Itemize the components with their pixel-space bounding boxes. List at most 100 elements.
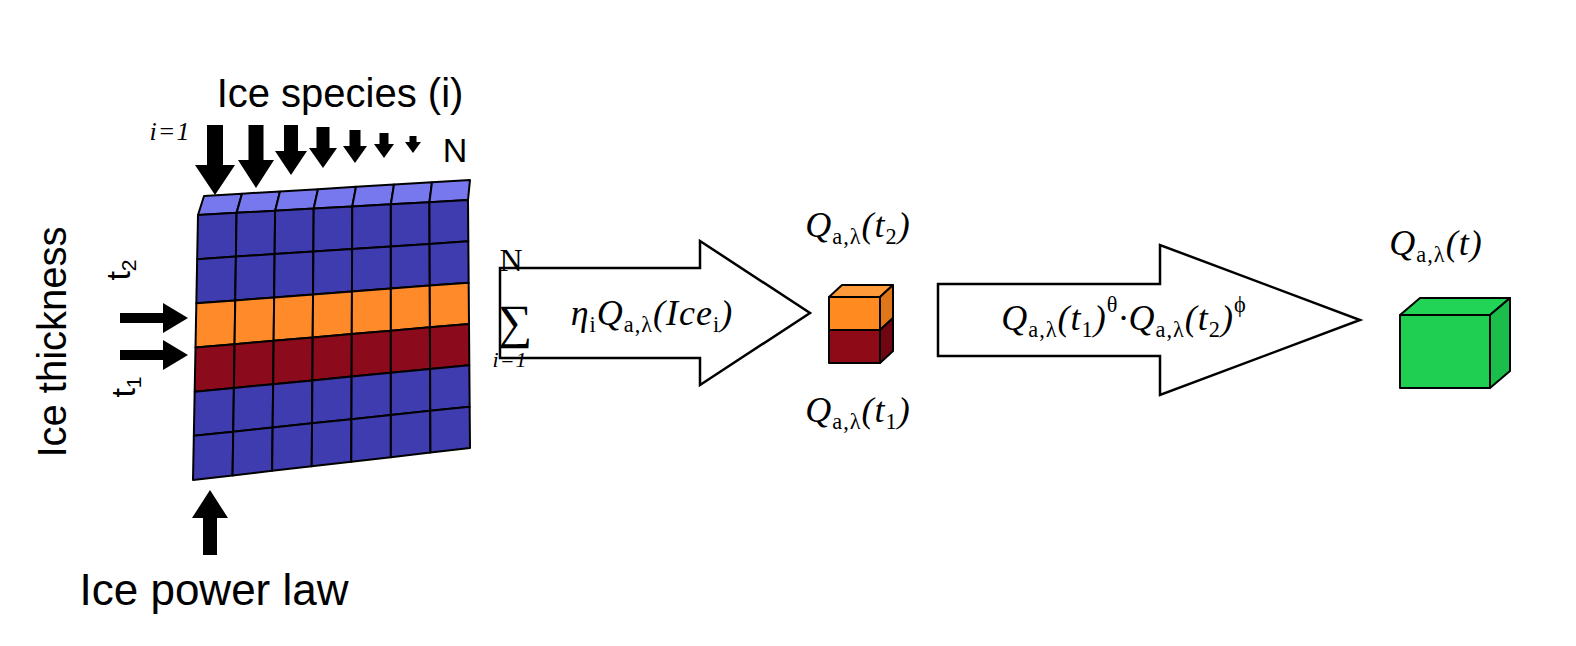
grid-cell xyxy=(313,292,352,338)
text-run: i=1 xyxy=(150,117,191,146)
sum-limit: N xyxy=(499,244,522,276)
grid-cell xyxy=(351,373,390,419)
grid-cell xyxy=(429,200,468,244)
text-run: i xyxy=(590,312,597,337)
text-run: 2 xyxy=(886,224,898,249)
index-label: i=1 xyxy=(150,119,191,145)
down-arrow xyxy=(238,125,274,188)
down-arrow xyxy=(309,127,337,168)
text-run: N xyxy=(499,242,522,278)
grid-top-cell xyxy=(198,194,242,215)
text-run: Q xyxy=(597,293,624,333)
node-outline xyxy=(826,283,896,365)
down-arrow xyxy=(195,125,235,195)
formula-label: Qa,λ(t1)θ·Qa,λ(t2)ϕ xyxy=(1001,294,1246,341)
layer-label: t2 xyxy=(101,259,140,280)
grid-cell xyxy=(193,432,233,480)
text-run: Ice species (i) xyxy=(217,71,464,115)
right-arrow xyxy=(120,340,188,370)
text-run: (t xyxy=(1185,298,1209,338)
grid-top-cell xyxy=(429,180,470,202)
text-run: (t xyxy=(1058,298,1082,338)
text-run: ϕ xyxy=(1234,292,1247,317)
text-run: i xyxy=(713,312,720,337)
text-run: 2 xyxy=(117,259,140,271)
text-run: i=1 xyxy=(493,347,528,372)
grid-cell xyxy=(313,206,352,251)
grid-cell xyxy=(273,380,313,427)
text-run: Q xyxy=(1001,298,1028,338)
text-run: ) xyxy=(898,205,911,245)
layer-block: Qa,λ(t2)Qa,λ(t1) xyxy=(826,283,896,365)
hollow-arrow xyxy=(500,241,810,385)
text-run: N xyxy=(443,131,468,169)
grid-cell xyxy=(234,341,274,388)
block-side xyxy=(880,318,893,363)
efficiency-label: Qa,λ(t2) xyxy=(805,207,910,248)
grid-top-cell xyxy=(391,182,432,204)
result-cube: Qa,λ(t) xyxy=(1398,296,1512,390)
grid-cell xyxy=(391,369,430,415)
text-run: ∑ xyxy=(498,295,532,348)
grid-cell xyxy=(391,202,430,246)
text-run: 1 xyxy=(1082,317,1094,342)
down-arrow xyxy=(405,136,421,153)
efficiency-label: Qa,λ(t) xyxy=(1389,225,1482,266)
grid-heading: Ice species (i) xyxy=(217,73,464,113)
block-face xyxy=(829,297,880,330)
grid-cell xyxy=(391,411,431,457)
text-run: Q xyxy=(805,205,832,245)
grid-cell xyxy=(196,257,236,304)
text-run: a,λ xyxy=(624,312,653,337)
grid-cell xyxy=(197,213,236,259)
down-arrow xyxy=(275,125,307,175)
sum-symbol: ∑ xyxy=(498,298,532,346)
grid-cell xyxy=(194,388,234,436)
grid-cell xyxy=(430,324,469,369)
grid-cell xyxy=(391,327,430,373)
grid-cell xyxy=(313,249,352,295)
text-run: a,λ xyxy=(1028,317,1057,342)
formula-label: ηiQa,λ(Icei) xyxy=(571,295,734,336)
text-run: (Ice xyxy=(653,293,713,333)
node-outline xyxy=(1398,296,1512,390)
grid-cell xyxy=(196,300,236,347)
text-run: ) xyxy=(1094,298,1107,338)
grid-cell xyxy=(312,419,352,466)
ice-grid-block: Ice species (i) xyxy=(190,180,475,485)
block-face xyxy=(829,330,880,363)
grid-cell xyxy=(352,331,391,377)
text-run: a,λ xyxy=(1155,317,1184,342)
up-arrow xyxy=(192,490,228,555)
text-run: Ice thickness xyxy=(30,226,74,457)
node-outline xyxy=(190,180,475,485)
grid-cell xyxy=(275,209,314,255)
down-arrow xyxy=(343,130,367,163)
grid-cell xyxy=(312,377,352,424)
grid-cell xyxy=(352,204,391,249)
text-run: a,λ xyxy=(832,224,861,249)
text-run: t xyxy=(99,271,137,280)
grid-cell xyxy=(195,344,235,392)
text-run: Ice power law xyxy=(79,565,348,614)
text-run: ) xyxy=(720,293,733,333)
grid-cell xyxy=(273,337,313,384)
grid-cell xyxy=(430,241,469,285)
cube-face xyxy=(1400,315,1490,388)
grid-cell xyxy=(274,252,313,298)
thickness-arrows xyxy=(120,303,188,370)
text-run: Q xyxy=(1389,223,1416,263)
grid-cell xyxy=(235,254,274,300)
text-run: ·Q xyxy=(1118,298,1155,338)
axis-label: Ice power law xyxy=(79,568,348,612)
text-run: θ xyxy=(1107,292,1119,317)
right-arrow xyxy=(120,303,188,333)
grid-cell xyxy=(233,428,273,476)
text-run: 1 xyxy=(886,409,898,434)
grid-cell xyxy=(430,407,470,453)
text-run: η xyxy=(571,293,590,333)
grid-cell xyxy=(274,294,313,340)
text-run: (t) xyxy=(1446,223,1483,263)
grid-cell xyxy=(391,244,430,289)
text-run: 1 xyxy=(122,376,145,388)
